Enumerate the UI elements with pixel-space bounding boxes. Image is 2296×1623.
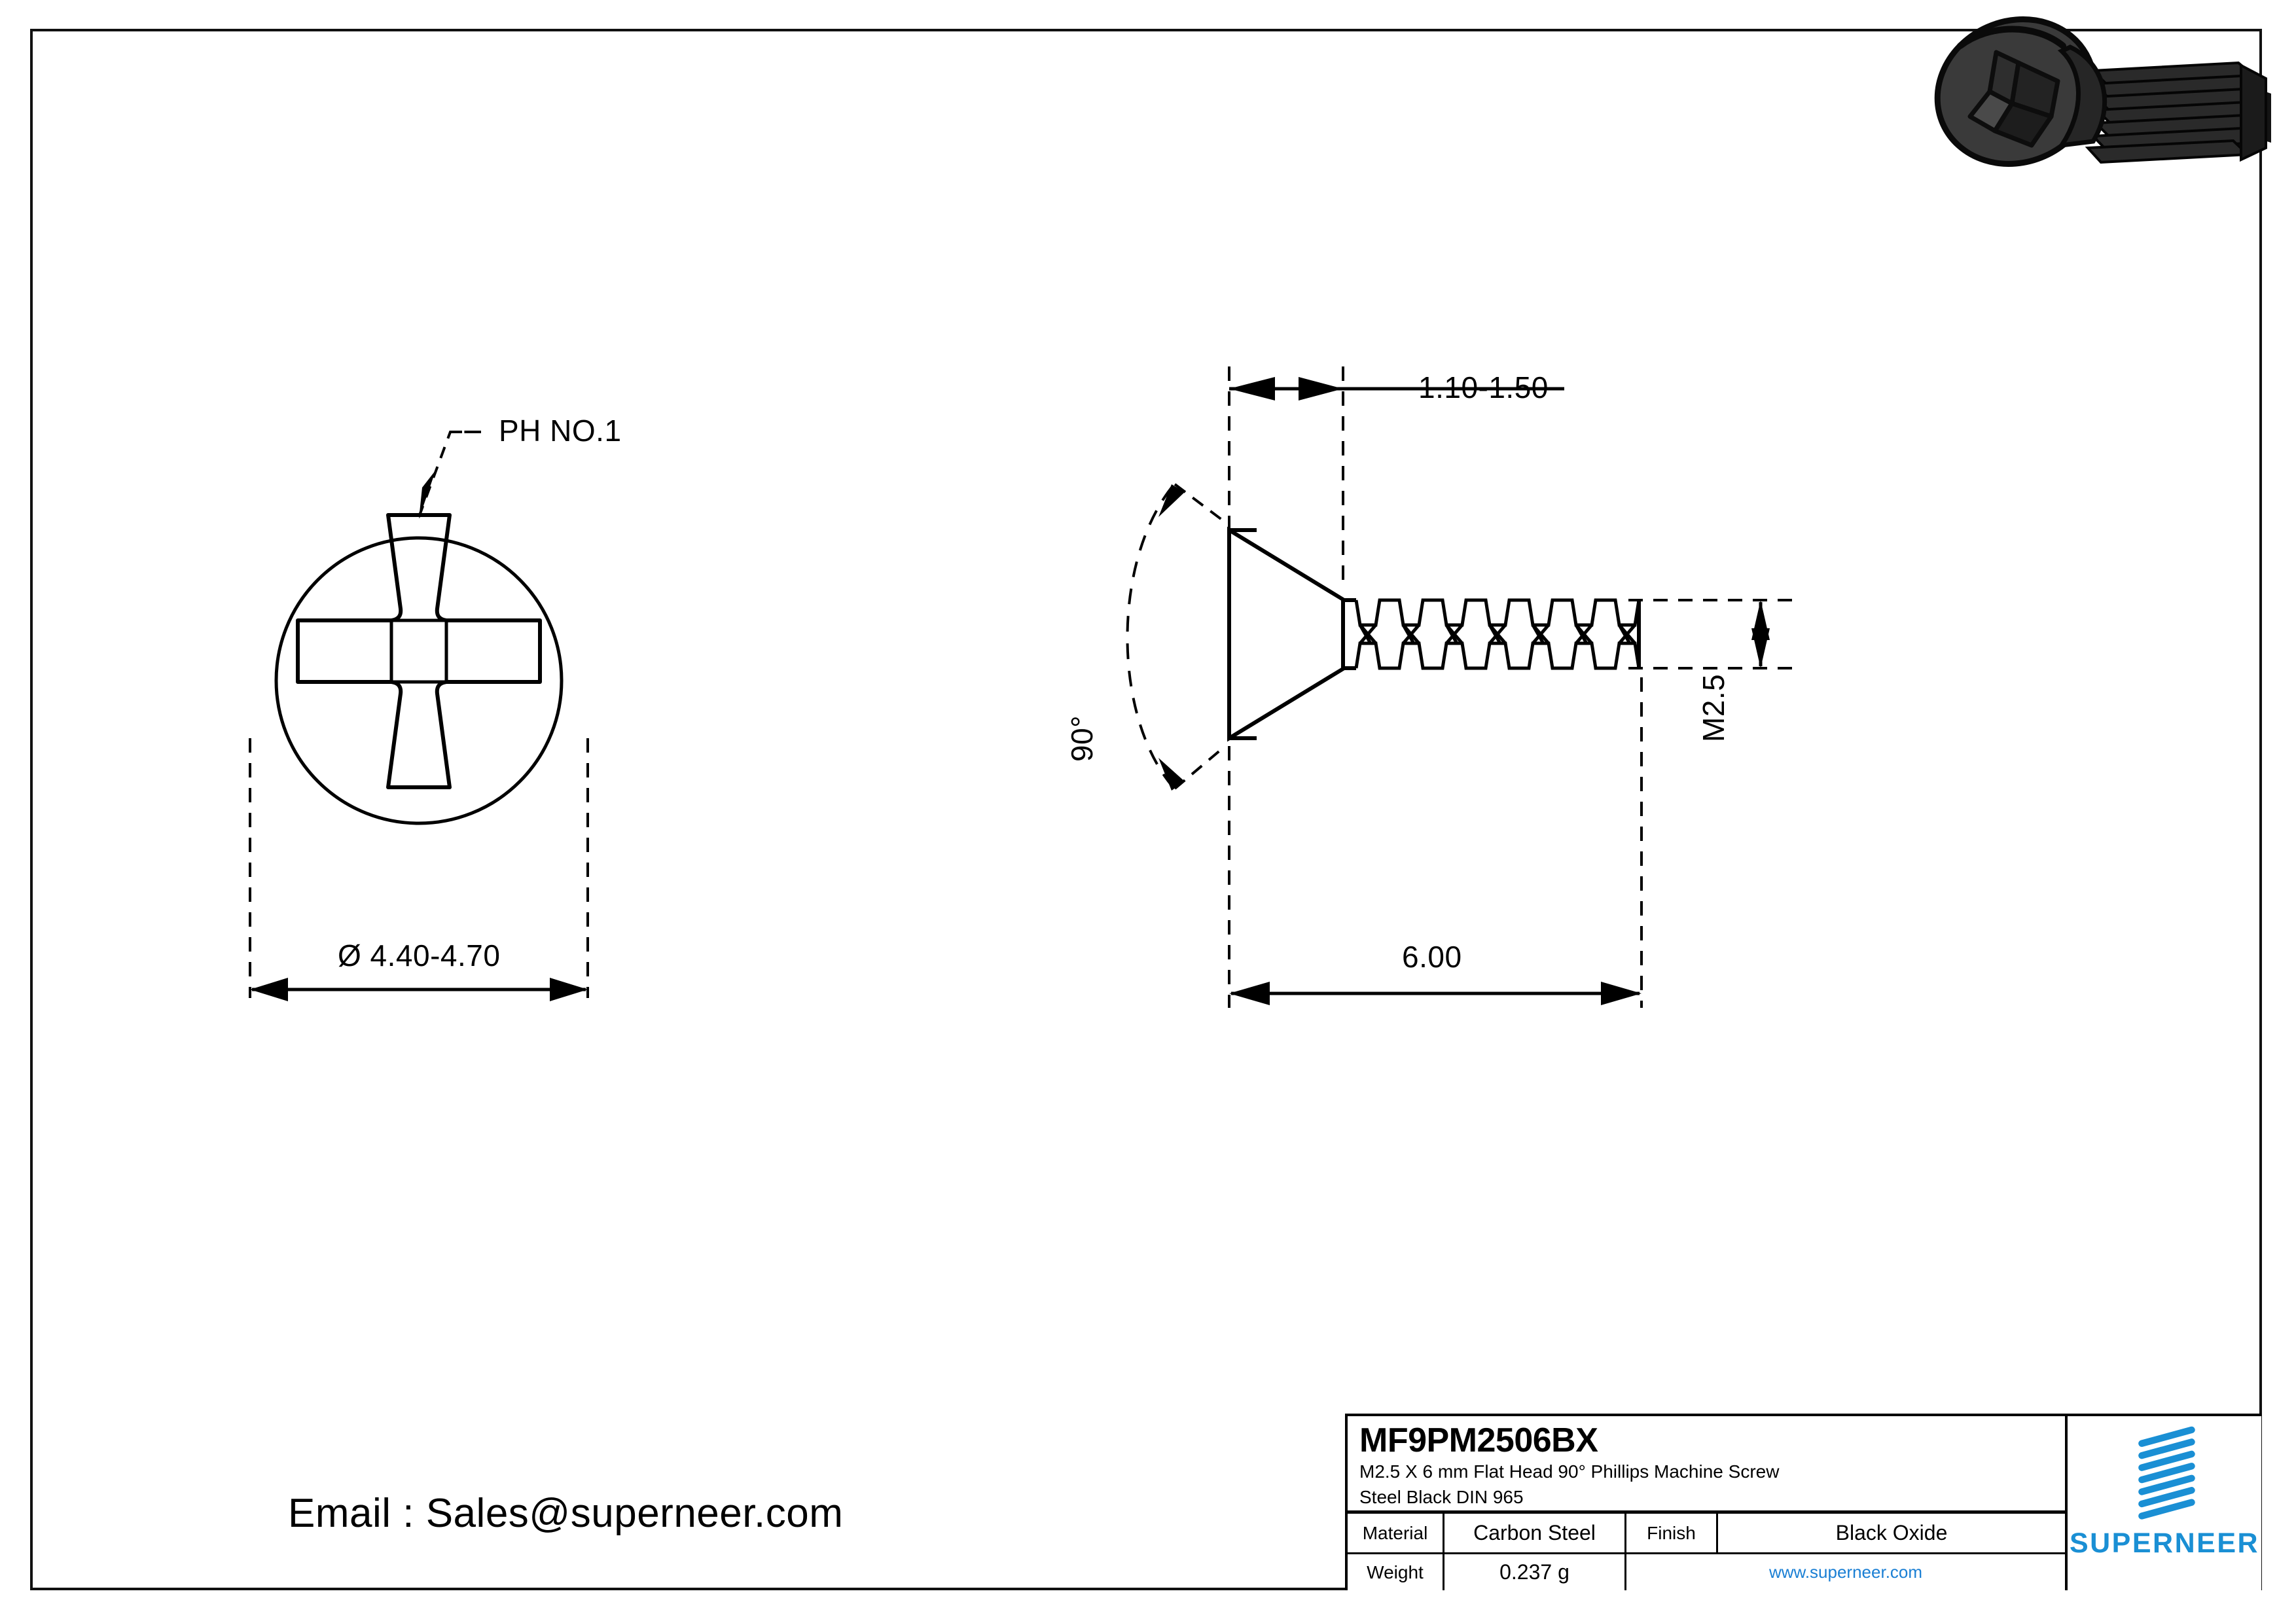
- head-diameter-label: Ø 4.40-4.70: [338, 938, 501, 972]
- weight-website-row: Weight 0.237 g www.superneer.com: [1348, 1554, 2065, 1590]
- brand-wordmark: SUPERNEER: [2069, 1527, 2260, 1559]
- weight-label: Weight: [1348, 1554, 1444, 1590]
- material-label: Material: [1348, 1514, 1444, 1553]
- email-contact-line: Email : Sales@superneer.com: [288, 1491, 844, 1536]
- description-line-1: M2.5 X 6 mm Flat Head 90° Phillips Machi…: [1359, 1461, 1780, 1482]
- title-block-left: MF9PM2506BX M2.5 X 6 mm Flat Head 90° Ph…: [1348, 1416, 2068, 1590]
- weight-value: 0.237 g: [1444, 1554, 1626, 1590]
- head-height-label: 1.10-1.50: [1418, 370, 1549, 404]
- finish-value: Black Oxide: [1835, 1521, 1948, 1545]
- material-value: Carbon Steel: [1444, 1514, 1626, 1553]
- finish-label: Finish: [1626, 1514, 1718, 1553]
- screw-length-label: 6.00: [1402, 940, 1462, 974]
- superneer-logo-icon: [2138, 1426, 2195, 1520]
- material-finish-row: Material Carbon Steel Finish Black Oxide: [1348, 1514, 2065, 1555]
- part-number: MF9PM2506BX: [1359, 1421, 1598, 1459]
- title-block-description: MF9PM2506BX M2.5 X 6 mm Flat Head 90° Ph…: [1348, 1416, 2065, 1514]
- description-line-2: Steel Black DIN 965: [1359, 1487, 1524, 1508]
- thread-size-label: M2.5: [1696, 673, 1731, 742]
- drawing-sheet-border: [30, 29, 2262, 1590]
- title-block: MF9PM2506BX M2.5 X 6 mm Flat Head 90° Ph…: [1345, 1414, 2261, 1590]
- head-angle-label: 90°: [1065, 715, 1099, 762]
- brand-logo-cell: SUPERNEER: [2068, 1416, 2261, 1590]
- ph-drive-callout-label: PH NO.1: [499, 414, 622, 448]
- website-link[interactable]: www.superneer.com: [1768, 1562, 1923, 1582]
